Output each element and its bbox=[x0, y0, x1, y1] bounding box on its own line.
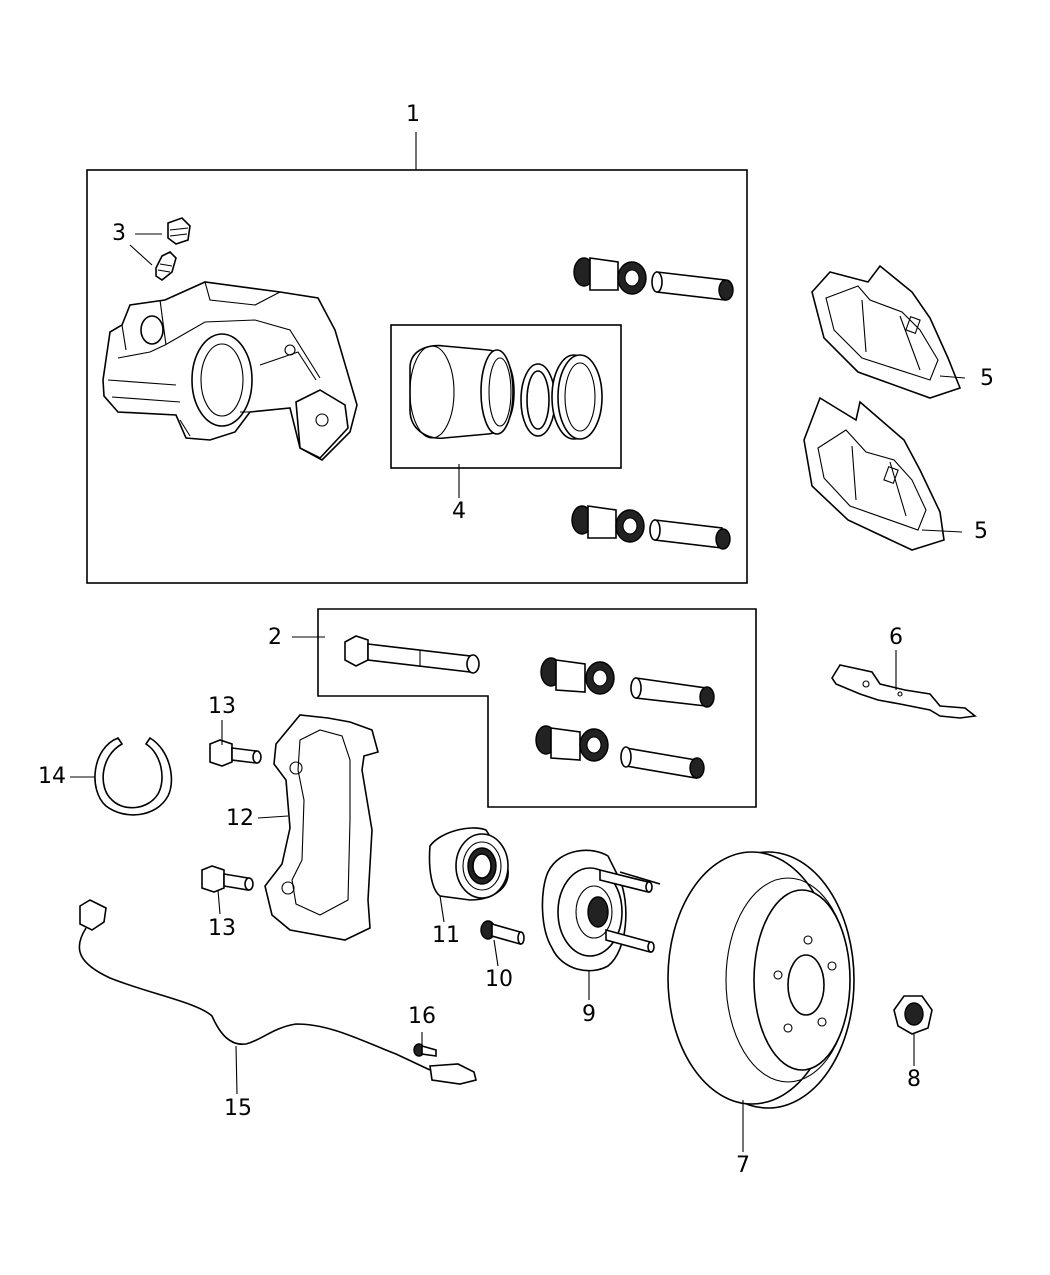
callout-16: 16 bbox=[408, 1004, 436, 1029]
caliper-mounting-bolt bbox=[344, 635, 480, 674]
brake-pad-set-lower bbox=[803, 396, 945, 551]
hardware-kit-box bbox=[317, 608, 757, 808]
caliper-kit-box bbox=[86, 169, 748, 584]
bracket-bolt-lower bbox=[201, 865, 254, 893]
bleeder-screw bbox=[155, 217, 191, 281]
brake-rotor bbox=[667, 851, 855, 1109]
wheel-stud bbox=[480, 920, 525, 946]
callout-6: 6 bbox=[889, 625, 903, 650]
leader-lines bbox=[70, 132, 966, 1152]
pad-abutment-clip bbox=[831, 664, 977, 719]
brake-caliper bbox=[102, 281, 358, 461]
wheel-hub bbox=[541, 849, 661, 972]
snap-ring bbox=[94, 736, 173, 816]
brake-wear-sensor bbox=[78, 899, 477, 1085]
callout-13-lower: 13 bbox=[208, 916, 236, 941]
callout-15: 15 bbox=[224, 1096, 252, 1121]
lug-nut bbox=[893, 995, 933, 1035]
guide-pin-boots-upper bbox=[573, 257, 734, 301]
callout-3: 3 bbox=[112, 221, 126, 246]
callout-9: 9 bbox=[582, 1002, 596, 1027]
callout-4: 4 bbox=[452, 499, 466, 524]
callout-1: 1 bbox=[406, 102, 420, 127]
caliper-piston-seal-kit bbox=[409, 344, 603, 440]
callout-8: 8 bbox=[907, 1067, 921, 1092]
callout-14: 14 bbox=[38, 764, 66, 789]
sensor-screw bbox=[413, 1043, 437, 1057]
guide-pin-boots-lower bbox=[571, 505, 731, 550]
callout-12: 12 bbox=[226, 806, 254, 831]
callout-5-lower: 5 bbox=[974, 519, 988, 544]
callout-2: 2 bbox=[268, 625, 282, 650]
brake-pad-set-upper bbox=[811, 264, 962, 399]
caliper-mounting-bracket bbox=[264, 714, 379, 941]
callout-11: 11 bbox=[432, 923, 460, 948]
wheel-bearing bbox=[428, 827, 509, 901]
bracket-bolt-upper bbox=[209, 739, 262, 767]
guide-pin-boots-kit bbox=[535, 657, 715, 779]
piston-kit-box bbox=[390, 324, 622, 469]
callout-7: 7 bbox=[736, 1153, 750, 1178]
callout-13-upper: 13 bbox=[208, 694, 236, 719]
callout-5-upper: 5 bbox=[980, 366, 994, 391]
callout-10: 10 bbox=[485, 967, 513, 992]
